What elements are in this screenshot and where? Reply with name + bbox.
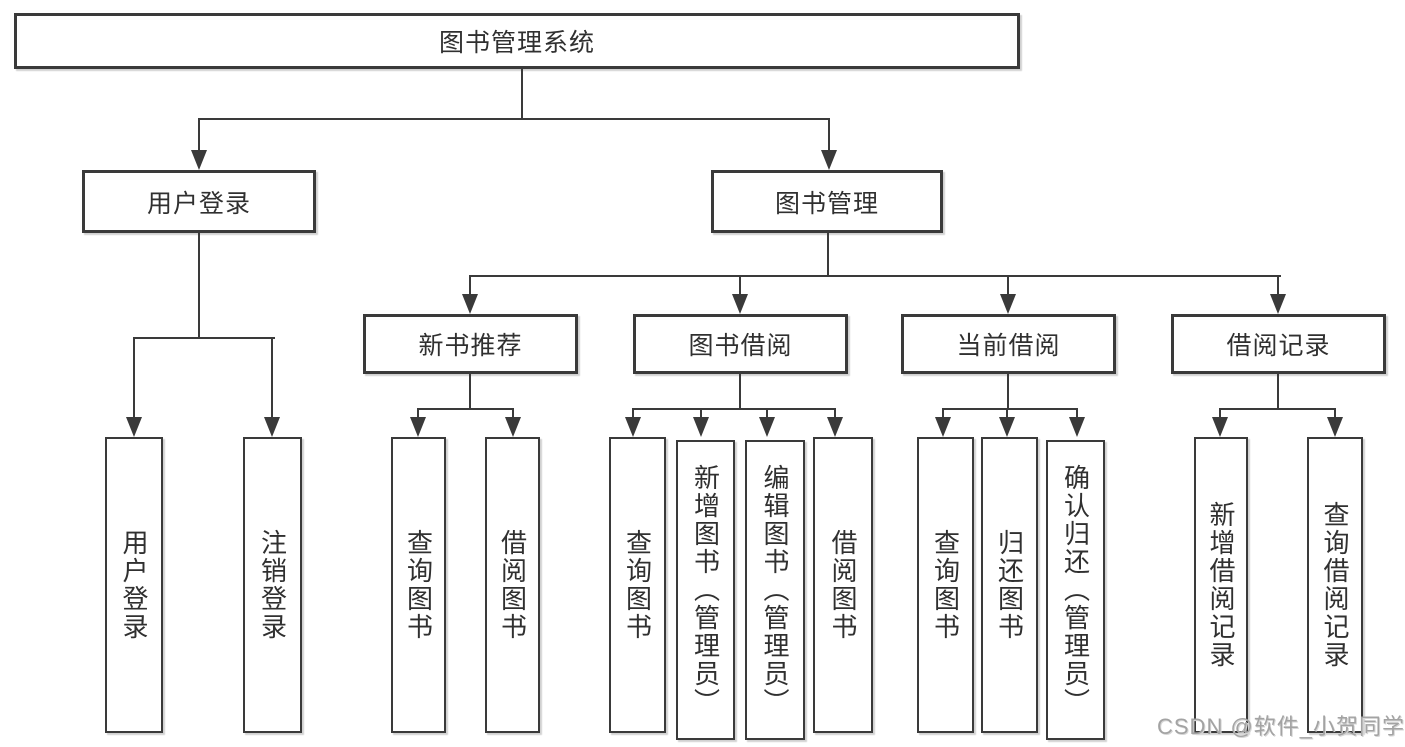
connector-segment <box>1076 408 1078 420</box>
arrow-head <box>1212 417 1228 437</box>
arrow-head <box>264 417 280 437</box>
arrow-head <box>827 417 843 437</box>
connector-segment <box>942 408 1078 410</box>
connector-segment <box>133 337 275 339</box>
connector-segment <box>834 408 836 420</box>
connector-segment <box>417 408 419 420</box>
arrow-head <box>759 417 775 437</box>
connector-segment <box>1219 408 1336 410</box>
connector-segment <box>1277 374 1279 408</box>
connector-segment <box>1219 408 1221 420</box>
connector-segment <box>469 275 471 297</box>
connector-segment <box>198 118 830 120</box>
arrow-head <box>462 294 478 314</box>
connector-segment <box>133 337 135 421</box>
connector-segment <box>632 408 836 410</box>
connector-segment <box>942 408 944 420</box>
arrow-head <box>1327 417 1343 437</box>
connector-segment <box>766 408 768 420</box>
connector-segment <box>632 408 634 420</box>
leaf-query-book-borrow: 查询图书 <box>609 437 666 733</box>
node-root: 图书管理系统 <box>14 13 1020 69</box>
arrow-head <box>410 417 426 437</box>
connector-segment <box>417 408 514 410</box>
leaf-query-book-current: 查询图书 <box>917 437 974 733</box>
leaf-query-borrow-record: 查询借阅记录 <box>1307 437 1363 733</box>
connector-segment <box>198 233 200 337</box>
connector-segment <box>271 337 273 421</box>
connector-segment <box>1006 408 1008 420</box>
leaf-query-book-recommend: 查询图书 <box>391 437 446 733</box>
arrow-head <box>999 417 1015 437</box>
node-book-management: 图书管理 <box>711 170 943 233</box>
leaf-user-login: 用户登录 <box>105 437 163 733</box>
arrow-head <box>821 150 837 170</box>
csdn-watermark: CSDN @软件_小贺同学 <box>1157 714 1405 739</box>
connector-segment <box>512 408 514 420</box>
arrow-head <box>126 417 142 437</box>
node-new-book-recommend: 新书推荐 <box>363 314 578 374</box>
arrow-head <box>505 417 521 437</box>
connector-segment <box>1007 374 1009 408</box>
connector-segment <box>1007 275 1009 297</box>
connector-segment <box>469 374 471 408</box>
leaf-confirm-return-admin: 确认归还（管理员） <box>1046 440 1105 740</box>
leaf-edit-book-admin: 编辑图书（管理员） <box>745 440 805 740</box>
arrow-head <box>693 417 709 437</box>
connector-segment <box>700 408 702 420</box>
leaf-add-book-admin: 新增图书（管理员） <box>676 440 735 740</box>
arrow-head <box>625 417 641 437</box>
connector-segment <box>521 69 523 118</box>
connector-segment <box>469 275 1281 277</box>
node-user-login: 用户登录 <box>82 170 316 233</box>
connector-segment <box>198 118 200 154</box>
arrow-head <box>1069 417 1085 437</box>
arrow-head <box>732 294 748 314</box>
connector-segment <box>1334 408 1336 420</box>
connector-segment <box>739 275 741 297</box>
arrow-head <box>935 417 951 437</box>
leaf-add-borrow-record: 新增借阅记录 <box>1194 437 1248 733</box>
leaf-borrow-book-recommend: 借阅图书 <box>485 437 540 733</box>
arrow-head <box>1270 294 1286 314</box>
connector-segment <box>828 118 830 154</box>
arrow-head <box>1000 294 1016 314</box>
connector-segment <box>1277 275 1279 297</box>
node-borrow-records: 借阅记录 <box>1171 314 1386 374</box>
connector-segment <box>827 233 829 275</box>
leaf-borrow-book: 借阅图书 <box>813 437 873 733</box>
node-book-borrow: 图书借阅 <box>633 314 848 374</box>
arrow-head <box>191 150 207 170</box>
leaf-logout: 注销登录 <box>243 437 302 733</box>
leaf-return-book: 归还图书 <box>981 437 1038 733</box>
connector-segment <box>739 374 741 408</box>
node-current-borrow: 当前借阅 <box>901 314 1116 374</box>
